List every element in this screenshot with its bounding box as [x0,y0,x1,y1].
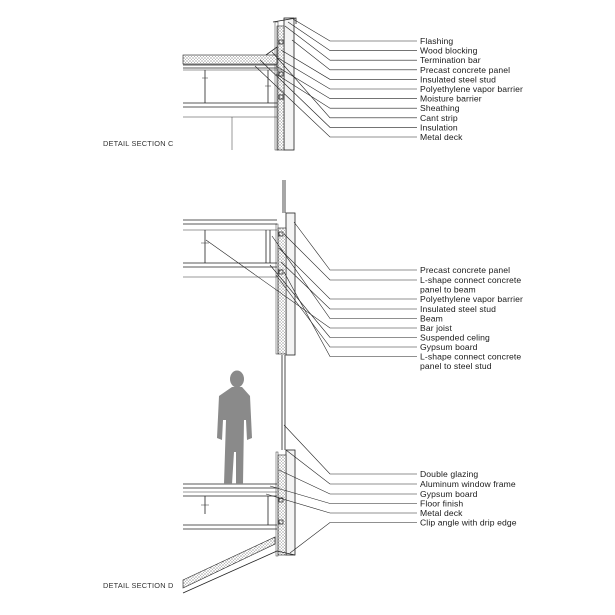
leader-d-lower-4 [265,493,417,514]
leader-d-upper-0 [293,221,417,271]
leader-d-lower-3 [269,485,417,504]
label-d-gypsum-lower: Gypsum board [420,489,478,499]
flashing-c [272,17,297,24]
leaders-section-c [254,18,417,138]
label-termination-bar: Termination bar [420,55,481,65]
label-sheathing: Sheathing [420,103,460,113]
leader-d-upper-2 [278,247,417,300]
label-d-steel-stud: Insulated steel stud [420,304,496,314]
soffit-insulation [182,536,276,589]
leader-d-lower-1 [285,449,417,485]
leader-c-9 [259,59,417,128]
leader-d-upper-4 [271,235,417,319]
label-d-clip-angle: Clip angle with drip edge [420,518,517,528]
leader-c-0 [292,18,417,42]
label-flashing: Flashing [420,36,453,46]
precast-panel-c [283,17,295,151]
leader-c-8 [271,51,417,119]
stud-insulation-c [276,25,285,151]
leader-c-5 [277,57,417,90]
section-d-title: DETAIL SECTION D [103,581,174,590]
section-c-title: DETAIL SECTION C [103,139,174,148]
leader-d-upper-8 [283,271,417,357]
label-d-lshape-beam: L-shape connect concrete panel to beam [420,275,524,295]
leader-d-lower-0 [283,424,417,475]
human-figure [217,370,252,484]
label-d-lshape-stud: L-shape connect concrete panel to steel … [420,352,524,372]
leader-d-upper-6 [269,264,417,338]
label-moisture-barrier: Moisture barrier [420,94,482,104]
leader-d-upper-1 [283,233,417,281]
label-d-metal-deck: Metal deck [420,508,463,518]
label-insulated-steel-stud: Insulated steel stud [420,74,496,84]
label-d-bar-joist: Bar joist [420,323,452,333]
label-cant-strip: Cant strip [420,113,458,123]
leader-c-1 [287,21,417,51]
stud-insulation-d-upper [277,227,287,355]
leader-d-upper-5 [205,239,417,329]
label-d-beam: Beam [420,314,443,324]
label-d-vapor-barrier: Polyethylene vapor barrier [420,294,523,304]
leader-c-3 [291,39,417,71]
leaders-section-d [205,221,417,554]
leader-d-upper-3 [280,261,417,310]
detail-section-d: Precast concrete panel L-shape connect c… [103,180,524,594]
leader-d-upper-7 [275,274,417,348]
label-insulation: Insulation [420,122,458,132]
detail-section-c: Flashing Wood blocking Termination bar P… [103,17,523,151]
sheathing-c [274,21,279,151]
label-d-suspended-ceiling: Suspended celing [420,333,490,343]
leader-c-6 [275,65,417,99]
leader-c-10 [254,65,417,138]
label-d-window-frame: Aluminum window frame [420,479,516,489]
label-d-gypsum-board: Gypsum board [420,342,478,352]
labels-section-d-lower: Double glazing Aluminum window frame Gyp… [420,469,517,528]
labels-section-c: Flashing Wood blocking Termination bar P… [420,36,523,142]
labels-section-d-upper: Precast concrete panel L-shape connect c… [420,265,524,372]
label-wood-blocking: Wood blocking [420,46,478,56]
leader-c-2 [284,25,417,61]
label-d-double-glazing: Double glazing [420,469,478,479]
label-metal-deck: Metal deck [420,132,463,142]
leader-c-4 [280,49,417,80]
label-vapor-barrier: Polyethylene vapor barrier [420,84,523,94]
leader-d-lower-5 [289,522,417,554]
label-precast-concrete-panel: Precast concrete panel [420,65,510,75]
label-d-floor-finish: Floor finish [420,499,463,509]
label-d-precast: Precast concrete panel [420,265,510,275]
cant-strip-c [265,46,278,64]
leader-c-7 [275,73,417,109]
leader-d-lower-2 [278,469,417,495]
